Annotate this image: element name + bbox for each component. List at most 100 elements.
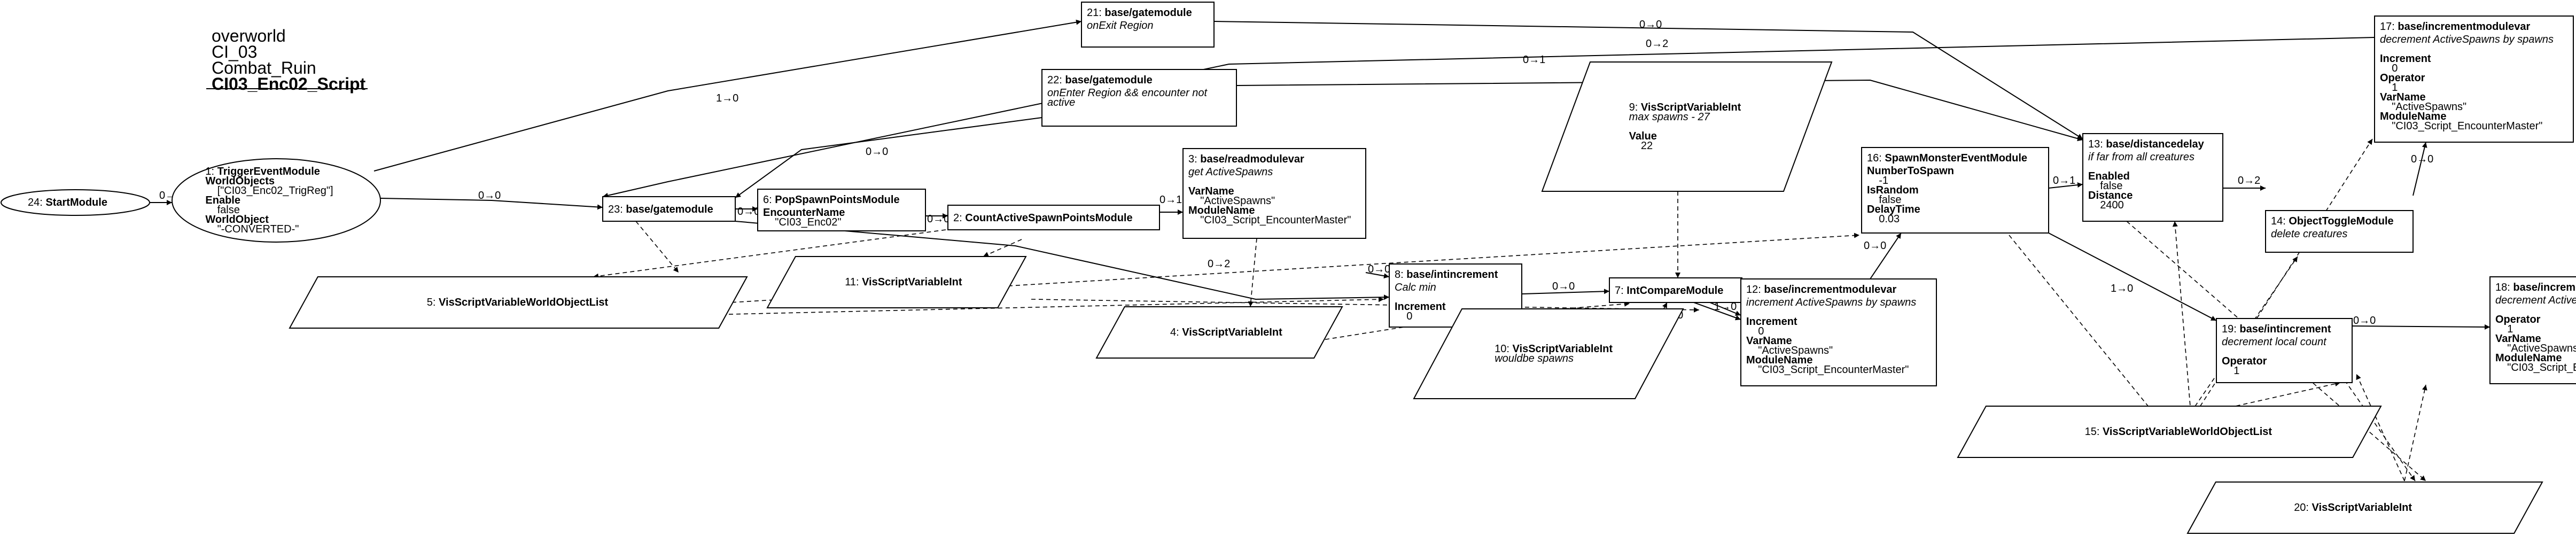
node-field: Enable bbox=[205, 195, 240, 206]
data-link bbox=[2190, 256, 2298, 413]
node-title: 5: VisScriptVariableWorldObjectList bbox=[427, 297, 609, 308]
data-link bbox=[1309, 325, 1411, 344]
node-title: 6: PopSpawnPointsModule bbox=[763, 194, 900, 206]
node-field: ModuleName bbox=[2380, 111, 2446, 122]
edge-label: 0→1 bbox=[1523, 54, 1545, 66]
node-field: onEnter Region && encounter not bbox=[1047, 87, 1208, 99]
node-parallelogram bbox=[2186, 481, 2543, 534]
node-box bbox=[2374, 15, 2574, 143]
edges-layer: 0→01→00→00→00→20→10→00→00→00→10→00→01→02… bbox=[150, 19, 2491, 330]
edge-label: 0→0 bbox=[2353, 315, 2376, 327]
data-link bbox=[983, 239, 1022, 257]
header-line: overworld bbox=[212, 26, 286, 45]
flow-edge bbox=[1870, 232, 1902, 279]
node-box bbox=[1081, 2, 1215, 48]
node-field: wouldbe spawns bbox=[1495, 353, 1574, 364]
node-field: ["CI03_Enc02_TrigReg"] bbox=[205, 185, 333, 197]
edge-label: 0→0 bbox=[927, 213, 950, 225]
graph-node-n15[interactable]: 15: VisScriptVariableWorldObjectList bbox=[1957, 406, 2382, 458]
node-title: 13: base/distancedelay bbox=[2088, 138, 2205, 150]
graph-node-n4[interactable]: 4: VisScriptVariableInt bbox=[1095, 306, 1343, 359]
graph-node-n24[interactable]: 24: StartModule bbox=[1, 189, 150, 216]
flow-edge bbox=[1236, 79, 2083, 142]
node-title: 3: base/readmodulevar bbox=[1188, 153, 1304, 165]
node-box bbox=[602, 196, 736, 222]
node-field: if far from all creatures bbox=[2088, 151, 2194, 163]
node-ellipse bbox=[172, 158, 381, 243]
edge-label: 0→0 bbox=[1864, 240, 1886, 252]
node-parallelogram bbox=[1413, 308, 1684, 399]
graph-node-n7[interactable]: 7: IntCompareModule bbox=[1609, 277, 1742, 303]
node-field: Increment bbox=[2380, 53, 2431, 65]
node-title: 8: base/intincrement bbox=[1395, 269, 1498, 281]
data-link bbox=[2404, 384, 2427, 481]
node-ellipse bbox=[1, 189, 150, 216]
node-box bbox=[2489, 276, 2576, 384]
data-link bbox=[1248, 238, 1257, 307]
node-field: active bbox=[1047, 97, 1075, 108]
flow-edge bbox=[1213, 21, 2083, 139]
edge-label: 0→0 bbox=[2411, 153, 2433, 165]
node-field: Operator bbox=[2495, 314, 2541, 325]
node-title: 18: base/incrementmodulevar bbox=[2495, 282, 2576, 293]
node-title: 23: base/gatemodule bbox=[608, 204, 713, 215]
node-field: DelayTime bbox=[1867, 204, 1920, 215]
graph-node-n23[interactable]: 23: base/gatemodule bbox=[602, 196, 736, 222]
node-field: decrement local count bbox=[2222, 336, 2327, 348]
flow-edge bbox=[1521, 289, 1610, 294]
flow-edge bbox=[373, 19, 1082, 172]
node-box bbox=[1041, 69, 1237, 127]
node-field: Increment bbox=[1746, 316, 1797, 328]
node-field: 22 bbox=[1629, 140, 1653, 152]
node-parallelogram bbox=[1095, 306, 1343, 359]
node-title: 7: IntCompareModule bbox=[1615, 285, 1723, 297]
node-field: get ActiveSpawns bbox=[1188, 166, 1273, 178]
flow-edge bbox=[735, 221, 1390, 300]
node-field: false bbox=[2088, 180, 2122, 192]
node-field: VarName bbox=[1746, 335, 1792, 347]
node-parallelogram bbox=[766, 256, 1027, 308]
graph-node-n16[interactable]: 16: SpawnMonsterEventModuleNumberToSpawn… bbox=[1861, 147, 2049, 234]
graph-node-n20[interactable]: 20: VisScriptVariableInt bbox=[2186, 481, 2543, 534]
node-title: 24: StartModule bbox=[28, 197, 107, 208]
edge-label: 0→2 bbox=[1646, 38, 1668, 50]
node-field: "CI03_Script_EncounterMaster" bbox=[1188, 214, 1351, 226]
node-parallelogram bbox=[1957, 406, 2382, 458]
data-link bbox=[1549, 301, 1630, 310]
header-line: CI_03 bbox=[212, 42, 257, 61]
node-title: 14: ObjectToggleModule bbox=[2271, 215, 2394, 227]
flow-edge bbox=[602, 37, 2375, 198]
graph-node-n11[interactable]: 11: VisScriptVariableInt bbox=[766, 256, 1027, 308]
node-field: false bbox=[205, 204, 239, 216]
flow-edge bbox=[2412, 142, 2427, 196]
node-field: "CI03_Script_EncounterMaster" bbox=[2495, 362, 2576, 374]
header-line: CI03_Enc02_Script bbox=[212, 74, 366, 94]
node-field: "ActiveSpawns" bbox=[2380, 101, 2466, 113]
node-title: 22: base/gatemodule bbox=[1047, 74, 1153, 86]
graph-node-n2[interactable]: 2: CountActiveSpawnPointsModule bbox=[947, 205, 1160, 230]
node-title: 1: TriggerEventModule bbox=[205, 166, 320, 177]
node-field: WorldObjects bbox=[205, 175, 275, 187]
graph-node-n5[interactable]: 5: VisScriptVariableWorldObjectList bbox=[289, 276, 748, 329]
node-field: Increment bbox=[1395, 301, 1446, 313]
edge-label: 1→0 bbox=[2111, 283, 2133, 294]
edge-label: 0→2 bbox=[1208, 258, 1230, 270]
edge-label: 0→0 bbox=[1368, 263, 1390, 275]
flow-edge bbox=[2048, 182, 2083, 189]
node-field: 0 bbox=[2380, 63, 2398, 74]
node-title: 9: VisScriptVariableInt bbox=[1629, 102, 1741, 113]
edge-label: 1→0 bbox=[716, 92, 738, 104]
